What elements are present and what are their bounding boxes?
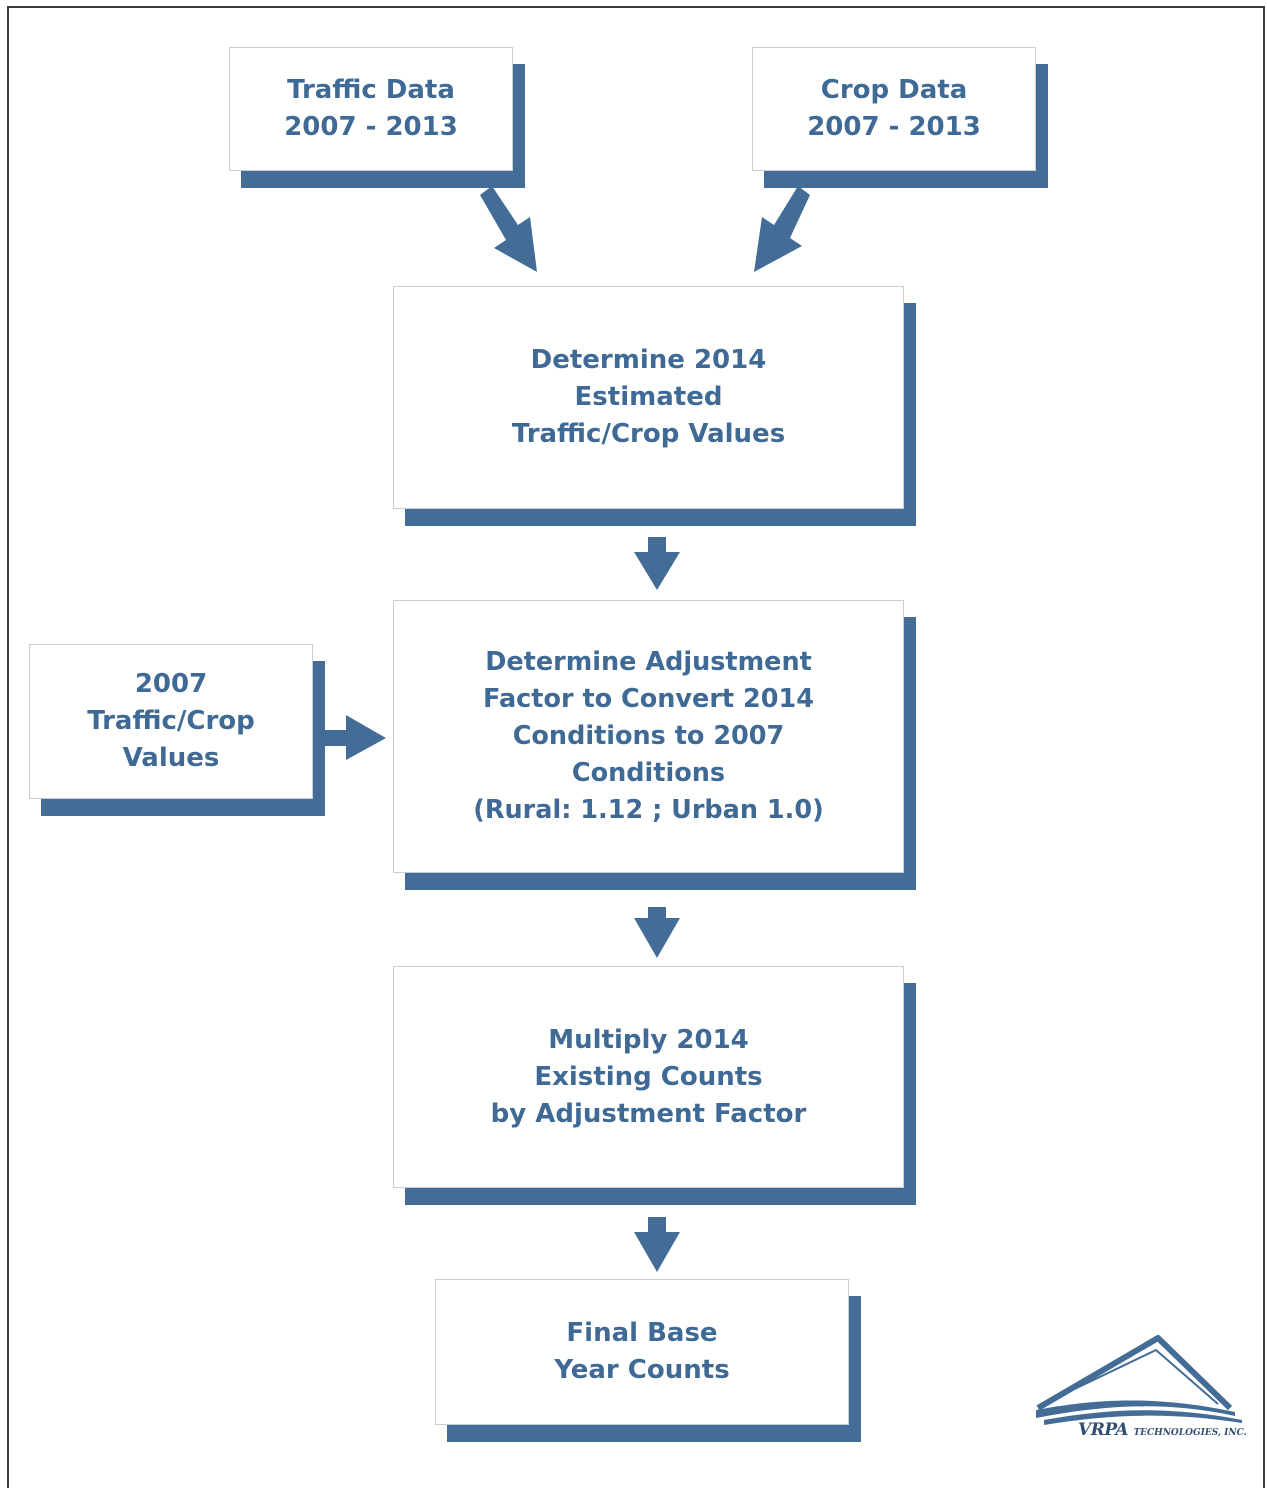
multiply-line-1: Multiply 2014: [548, 1024, 749, 1055]
multiply-line-2: Existing Counts: [534, 1061, 763, 1092]
logo-suffix: TECHNOLOGIES, INC.: [1133, 1428, 1247, 1438]
adjustment-factor-box: Determine Adjustment Factor to Convert 2…: [393, 600, 904, 873]
traffic-data-line-1: Traffic Data: [287, 75, 455, 105]
traffic-crop-2007-line-2: Traffic/Crop: [87, 706, 255, 736]
determine-2014-line-1: Determine 2014: [530, 345, 767, 375]
determine-2014-line-2: Estimated: [574, 382, 723, 412]
crop-data-line-1: Crop Data: [820, 75, 968, 105]
final-base-line-1: Final Base: [566, 1318, 718, 1348]
final-base-box: Final Base Year Counts: [435, 1279, 849, 1425]
arrow-determine-to-adjustment: [634, 537, 680, 590]
adjustment-factor-line-5: (Rural: 1.12 ; Urban 1.0): [473, 795, 824, 825]
page-frame: [7, 6, 1265, 1488]
multiply-box: Multiply 2014 Existing Counts by Adjustm…: [393, 966, 904, 1188]
adjustment-factor-line-2: Factor to Convert 2014: [483, 684, 814, 714]
adjustment-factor-line-1: Determine Adjustment: [485, 647, 812, 677]
arrow-crop-to-determine: [754, 186, 810, 272]
crop-data-box: Crop Data 2007 - 2013: [752, 47, 1036, 171]
traffic-crop-2007-box: 2007 Traffic/Crop Values: [29, 644, 313, 799]
determine-2014-line-3: Traffic/Crop Values: [511, 419, 786, 449]
adjustment-factor-line-3: Conditions to 2007: [512, 721, 785, 751]
determine-2014-box: Determine 2014 Estimated Traffic/Crop Va…: [393, 286, 904, 509]
vrpa-logo-mark: [1036, 1335, 1242, 1425]
arrow-traffic-to-determine: [480, 186, 537, 272]
traffic-data-box: Traffic Data 2007 - 2013: [229, 47, 513, 171]
multiply-line-3: by Adjustment Factor: [490, 1098, 807, 1129]
arrow-multiply-to-final: [634, 1217, 680, 1272]
arrow-2007-to-adjustment: [325, 715, 386, 760]
final-base-line-2: Year Counts: [554, 1355, 730, 1385]
adjustment-factor-line-4: Conditions: [571, 758, 726, 788]
traffic-crop-2007-line-1: 2007: [134, 669, 208, 699]
crop-data-line-2: 2007 - 2013: [807, 112, 981, 142]
traffic-data-line-2: 2007 - 2013: [284, 112, 458, 142]
traffic-crop-2007-line-3: Values: [122, 743, 220, 773]
arrow-adjustment-to-multiply: [634, 907, 680, 958]
vrpa-logo-text: VRPA TECHNOLOGIES, INC.: [1078, 1420, 1258, 1440]
logo-brand: VRPA: [1078, 1420, 1129, 1440]
